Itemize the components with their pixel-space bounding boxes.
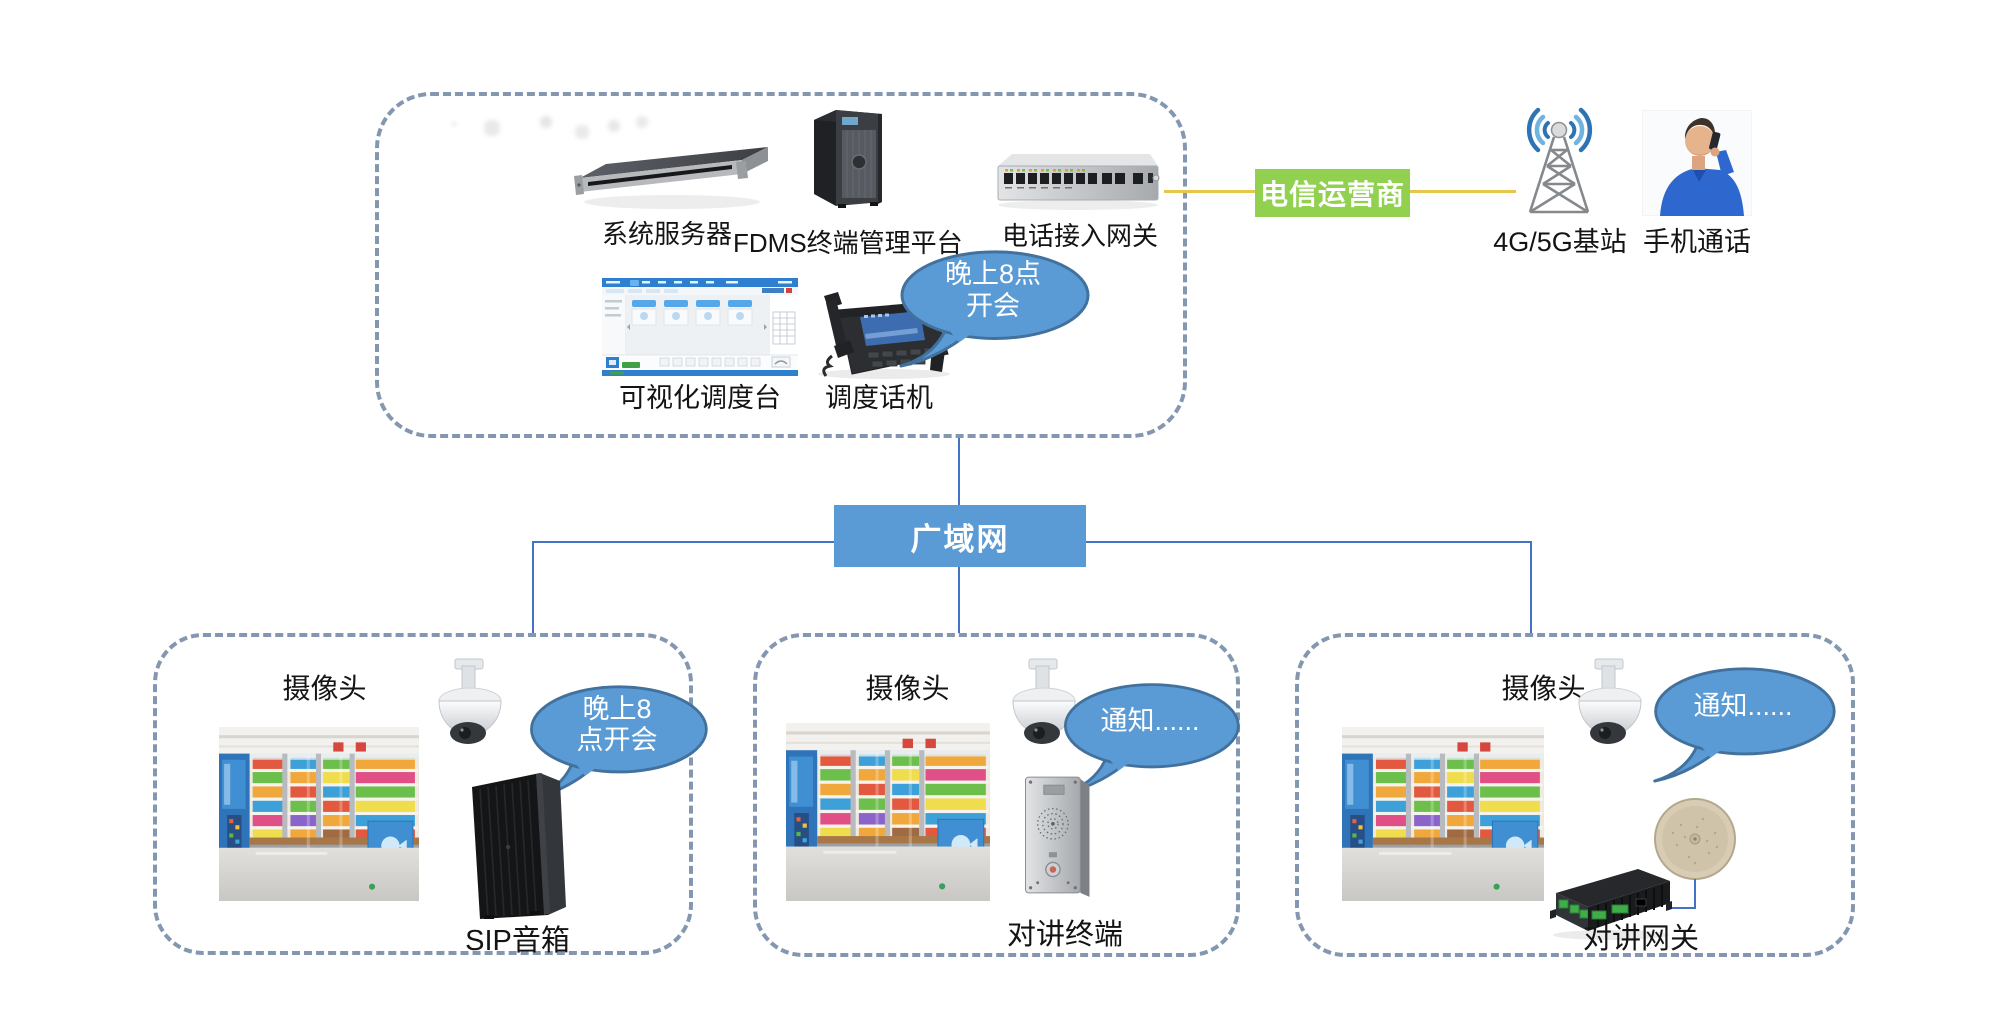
- speech-bubble-site3: 通知......: [1647, 663, 1839, 783]
- watermark-smudge: [452, 122, 456, 126]
- bubble-site1-line2: 点开会: [576, 725, 658, 756]
- camera-label-site2: 摄像头: [865, 673, 950, 704]
- site-box-sip-speaker: 摄像头 晚上8 点开会 SIP音箱: [153, 633, 693, 957]
- yellow-link-gateway-operator: [1164, 190, 1255, 193]
- bubble-meeting-line1: 晚上8点: [944, 259, 1042, 290]
- system-server-label: 系统服务器: [601, 219, 732, 249]
- rack-server-illustration: [574, 147, 768, 209]
- wan-box: 广域网: [834, 505, 1086, 567]
- bubble-site2-line1: 通知......: [1100, 705, 1200, 736]
- site-box-intercom-gateway: 摄像头 通知......: [1295, 633, 1855, 957]
- bubble-site3-line1: 通知......: [1693, 691, 1793, 722]
- connector-wan-right: [1086, 541, 1532, 543]
- camera-label-site3: 摄像头: [1501, 673, 1586, 704]
- connector-speaker-gateway-h: [1667, 907, 1696, 909]
- device-label-site3: 对讲网关: [1582, 923, 1699, 955]
- headquarters-group-box: [375, 92, 1187, 438]
- connector-center-down: [958, 567, 960, 633]
- connector-top-to-wan: [958, 438, 960, 505]
- fdms-platform-label: FDMS终端管理平台: [733, 228, 963, 258]
- mobile-call-label: 手机通话: [1643, 227, 1751, 257]
- ceiling-speaker-illustration: [1654, 798, 1736, 880]
- connector-right-down: [1530, 541, 1532, 633]
- dispatch-console-illustration: [602, 278, 798, 376]
- yellow-link-operator-basestation: [1410, 190, 1516, 193]
- intercom-gateway-illustration: [1550, 869, 1672, 940]
- site-box-intercom-terminal: 摄像头 通知...... 对讲终端: [753, 633, 1240, 957]
- store-interior-photo: [219, 727, 419, 901]
- store-interior-photo: [786, 723, 990, 901]
- dome-camera-icon: [427, 657, 511, 765]
- camera-label-site1: 摄像头: [282, 673, 367, 704]
- dispatch-phone-label: 调度话机: [825, 383, 933, 413]
- dispatch-console-label: 可视化调度台: [619, 383, 781, 413]
- speech-bubble-site2: 通知......: [1057, 679, 1243, 795]
- device-label-site2: 对讲终端: [1006, 919, 1123, 951]
- telecom-operator-box: 电信运营商: [1255, 169, 1410, 217]
- connector-wan-left: [532, 541, 834, 543]
- phone-gateway-label: 电话接入网关: [1001, 221, 1158, 251]
- bubble-meeting-line2: 开会: [966, 291, 1020, 322]
- base-station-label: 4G/5G基站: [1493, 227, 1627, 257]
- voip-gateway-illustration: [997, 154, 1160, 210]
- intercom-terminal-illustration: [1025, 776, 1090, 897]
- tower-server-illustration: [814, 110, 882, 208]
- wan-label: 广域网: [910, 521, 1010, 557]
- speech-bubble-meeting: 晚上8点 开会: [893, 246, 1093, 368]
- man-on-phone-photo: [1642, 110, 1752, 216]
- telecom-operator-label: 电信运营商: [1259, 179, 1405, 210]
- bubble-site1-line1: 晚上8: [582, 693, 652, 724]
- device-label-site1: SIP音箱: [465, 925, 570, 957]
- store-interior-photo: [1342, 727, 1544, 901]
- sip-speaker-illustration: [472, 773, 566, 919]
- cell-tower-icon: [1526, 107, 1593, 214]
- dome-camera-icon: [1567, 657, 1651, 765]
- connector-left-down: [532, 541, 534, 633]
- speech-bubble-site1: 晚上8 点开会: [523, 681, 711, 801]
- connector-speaker-gateway-v: [1694, 879, 1696, 909]
